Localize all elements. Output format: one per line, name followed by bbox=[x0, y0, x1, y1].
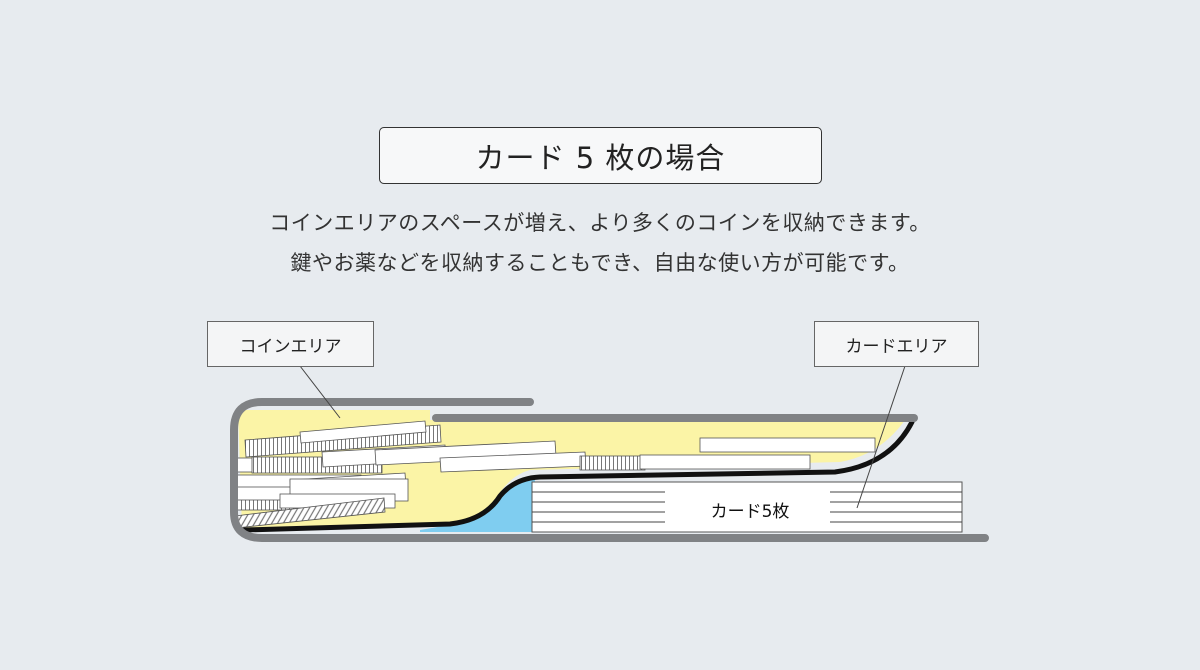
coin-area-leader bbox=[299, 365, 341, 419]
wallet-frame bbox=[230, 398, 989, 542]
cards-label: カード5枚 bbox=[710, 502, 790, 522]
card-stack bbox=[531, 481, 963, 533]
card-area-leader bbox=[856, 365, 906, 509]
divider-curve bbox=[241, 419, 915, 533]
coin-area-label: コインエリア bbox=[207, 321, 374, 367]
card-area-label: カードエリア bbox=[814, 321, 979, 367]
description-line-2: 鍵やお薬などを収納することもでき、自由な使い方が可能です。 bbox=[290, 251, 910, 275]
description-line-1: コインエリアのスペースが増え、より多くのコインを収納できます。 bbox=[269, 211, 931, 235]
page-title: カード 5 枚の場合 bbox=[379, 127, 822, 184]
coins bbox=[230, 420, 876, 529]
